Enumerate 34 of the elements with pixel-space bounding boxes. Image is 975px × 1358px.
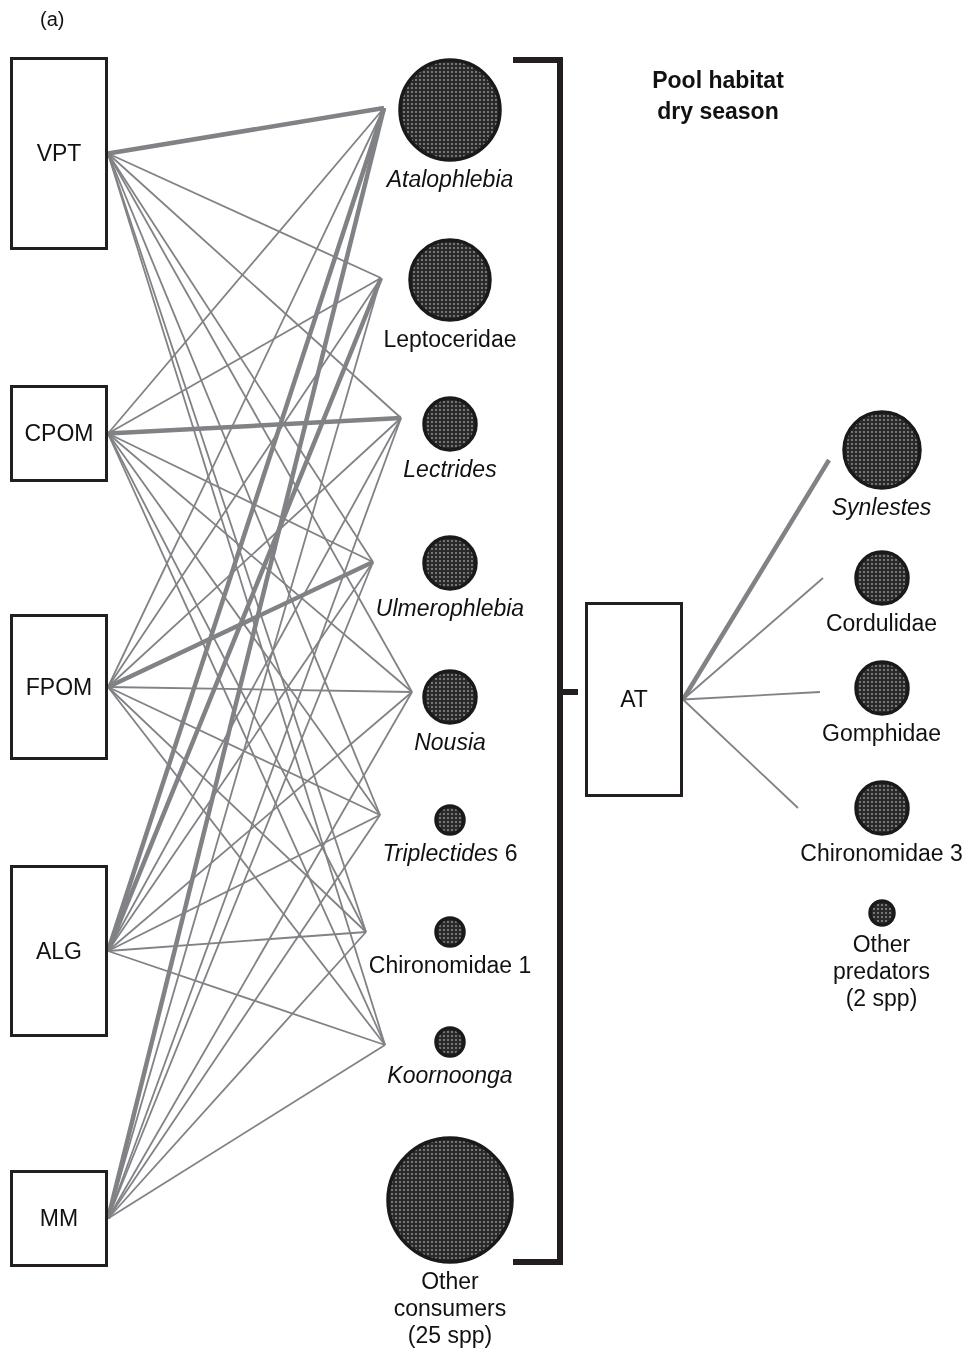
- taxon-label: Cordulidae: [825, 610, 938, 637]
- food-link-line: [107, 152, 402, 419]
- taxon-label: Atalophlebia: [386, 166, 514, 193]
- taxon-label: Synlestes: [831, 494, 932, 521]
- taxon-label: Other predators (2 spp): [831, 931, 932, 1012]
- food-link-line: [682, 698, 799, 809]
- taxon-label: Gomphidae: [822, 720, 941, 747]
- taxon-label: Koornoonga: [387, 1062, 513, 1089]
- category-box: FPOM: [10, 614, 108, 760]
- food-link-line: [107, 1044, 386, 1220]
- category-box: MM: [10, 1170, 108, 1267]
- taxon-label: Other consumers (25 spp): [392, 1268, 508, 1349]
- category-box: AT: [585, 602, 683, 797]
- food-link-line: [107, 686, 367, 933]
- food-link-line: [107, 686, 386, 1046]
- taxon-label: Lectrides: [403, 456, 497, 483]
- food-link-line: [107, 950, 386, 1046]
- category-box: CPOM: [10, 385, 108, 482]
- diagram-title: Pool habitat dry season: [651, 66, 785, 126]
- taxon-label: Ulmerophlebia: [375, 595, 525, 622]
- food-link-line: [107, 105, 385, 156]
- taxon-node: [829, 410, 934, 522]
- category-box: VPT: [10, 57, 108, 250]
- food-link-line: [682, 691, 821, 701]
- taxon-label: Triplectides 6: [382, 840, 518, 867]
- taxon-label: Nousia: [414, 729, 486, 756]
- taxon-label: Leptoceridae: [383, 326, 517, 353]
- category-box: ALG: [10, 865, 108, 1037]
- food-link-line: [681, 458, 831, 701]
- taxon-label: Chironomidae 3: [800, 840, 963, 867]
- taxon-label: Chironomidae 1: [368, 952, 532, 979]
- food-link-line: [107, 415, 402, 436]
- food-link-line: [107, 686, 381, 816]
- panel-label: (a): [40, 8, 65, 31]
